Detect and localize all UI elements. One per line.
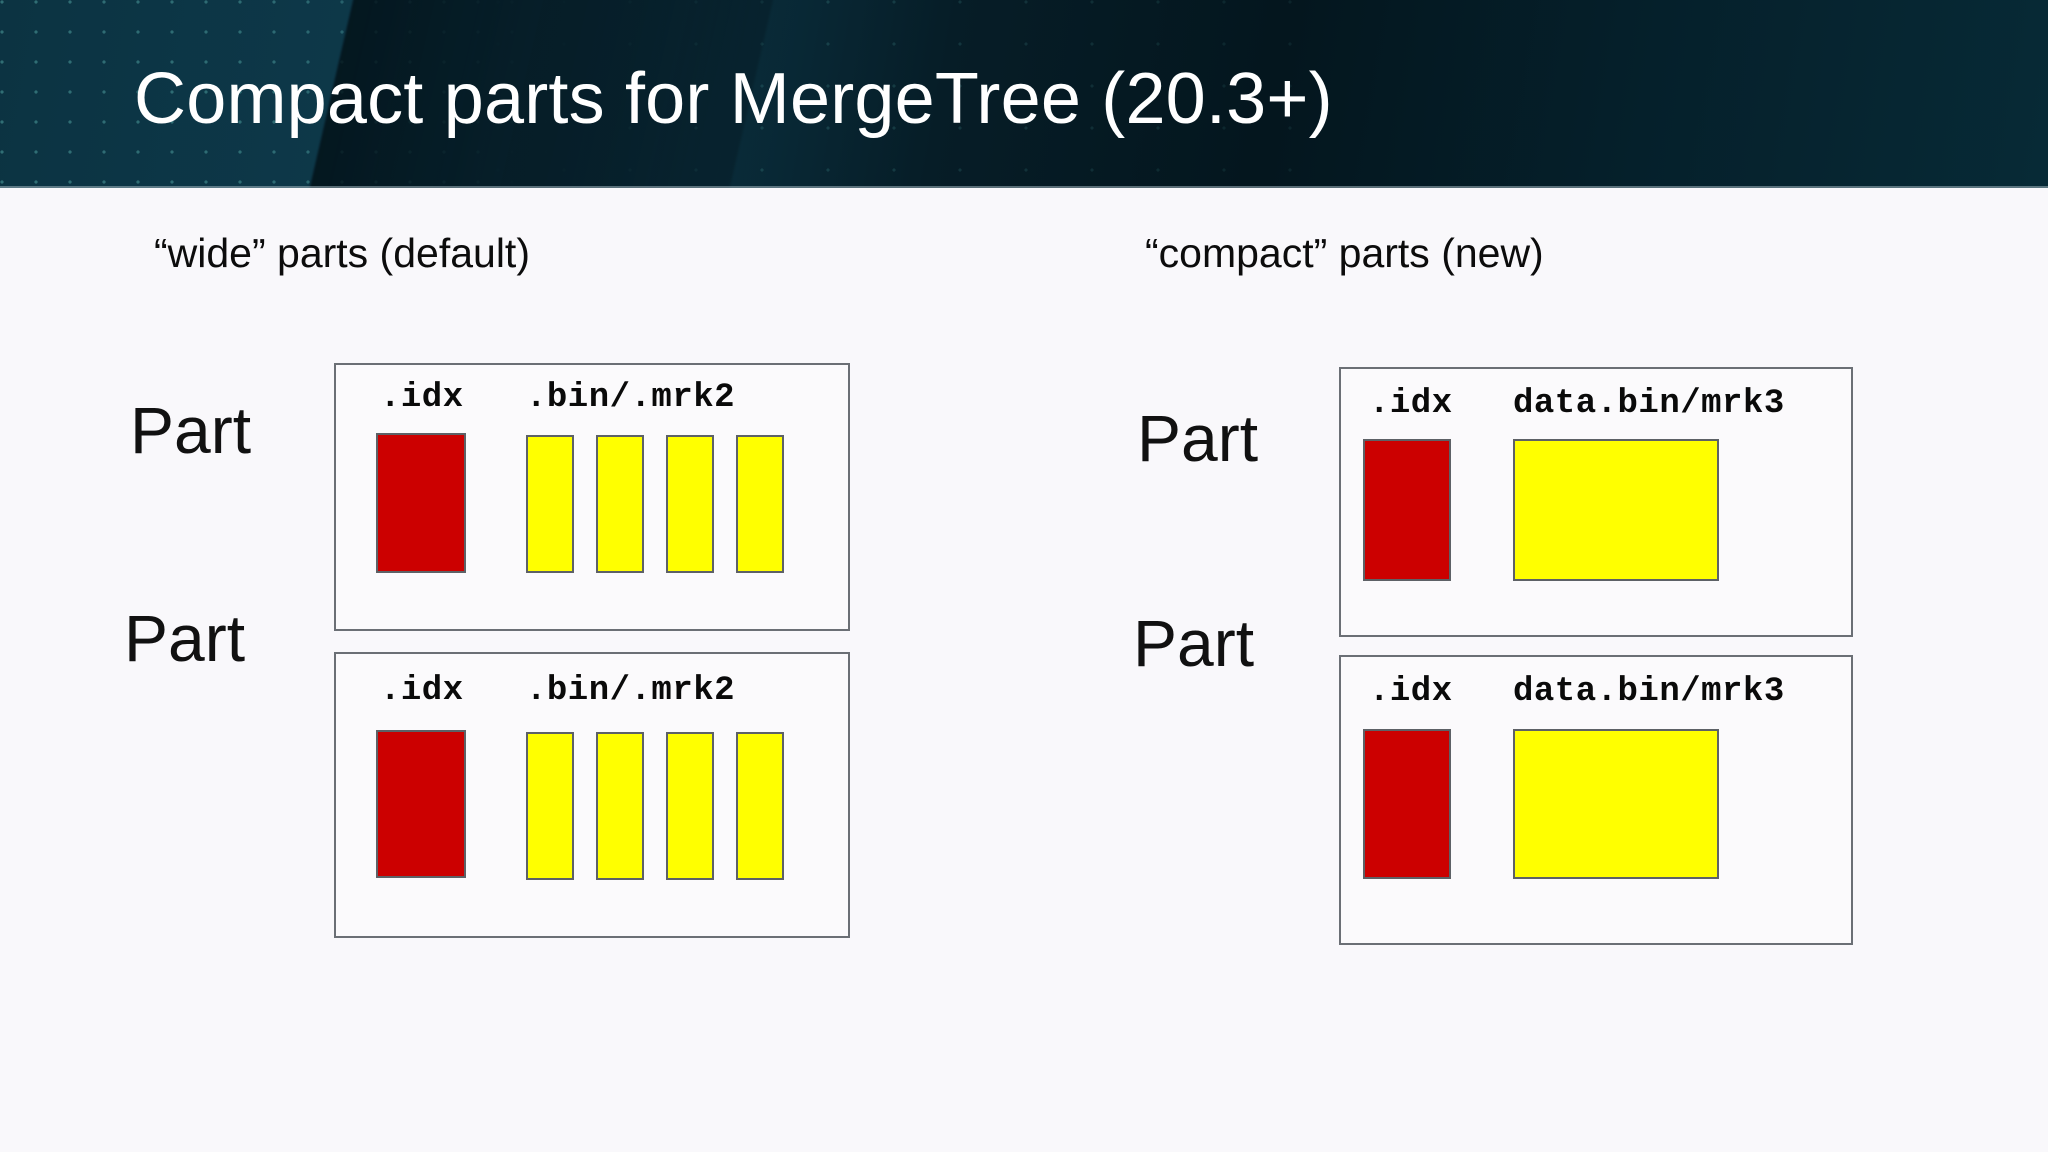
data-block-compact-2 [1513,729,1719,879]
part-container-wide-1: .idx .bin/.mrk2 [334,363,850,631]
header-bottom-rule [0,186,2048,188]
data-block-wide-2-2 [596,732,644,880]
index-block-wide-2 [376,730,466,878]
part-container-compact-1: .idx data.bin/mrk3 [1339,367,1853,637]
data-block-wide-2-3 [666,732,714,880]
file-caption-idx-wide-2: .idx [380,672,464,710]
part-label-wide-1: Part [130,393,252,467]
slide-title: Compact parts for MergeTree (20.3+) [134,59,1333,139]
slide-header-banner: Compact parts for MergeTree (20.3+) [0,0,2048,188]
data-block-compact-1 [1513,439,1719,581]
index-block-wide-1 [376,433,466,573]
data-block-wide-2-1 [526,732,574,880]
part-label-compact-1: Part [1137,401,1259,475]
file-caption-data-compact-2: data.bin/mrk3 [1513,673,1785,711]
part-container-wide-2: .idx .bin/.mrk2 [334,652,850,938]
file-caption-idx-compact-2: .idx [1369,673,1453,711]
file-caption-data-wide-2: .bin/.mrk2 [526,672,736,710]
part-label-wide-2: Part [124,601,246,675]
part-label-compact-2: Part [1133,606,1255,680]
column-caption-wide: “wide” parts (default) [154,230,530,276]
data-block-wide-1-4 [736,435,784,573]
part-container-compact-2: .idx data.bin/mrk3 [1339,655,1853,945]
file-caption-idx-wide-1: .idx [380,379,464,417]
data-block-wide-2-4 [736,732,784,880]
file-caption-data-compact-1: data.bin/mrk3 [1513,385,1785,423]
index-block-compact-2 [1363,729,1451,879]
data-block-wide-1-2 [596,435,644,573]
data-block-wide-1-1 [526,435,574,573]
index-block-compact-1 [1363,439,1451,581]
column-caption-compact: “compact” parts (new) [1145,230,1544,276]
data-block-wide-1-3 [666,435,714,573]
file-caption-idx-compact-1: .idx [1369,385,1453,423]
file-caption-data-wide-1: .bin/.mrk2 [526,379,736,417]
